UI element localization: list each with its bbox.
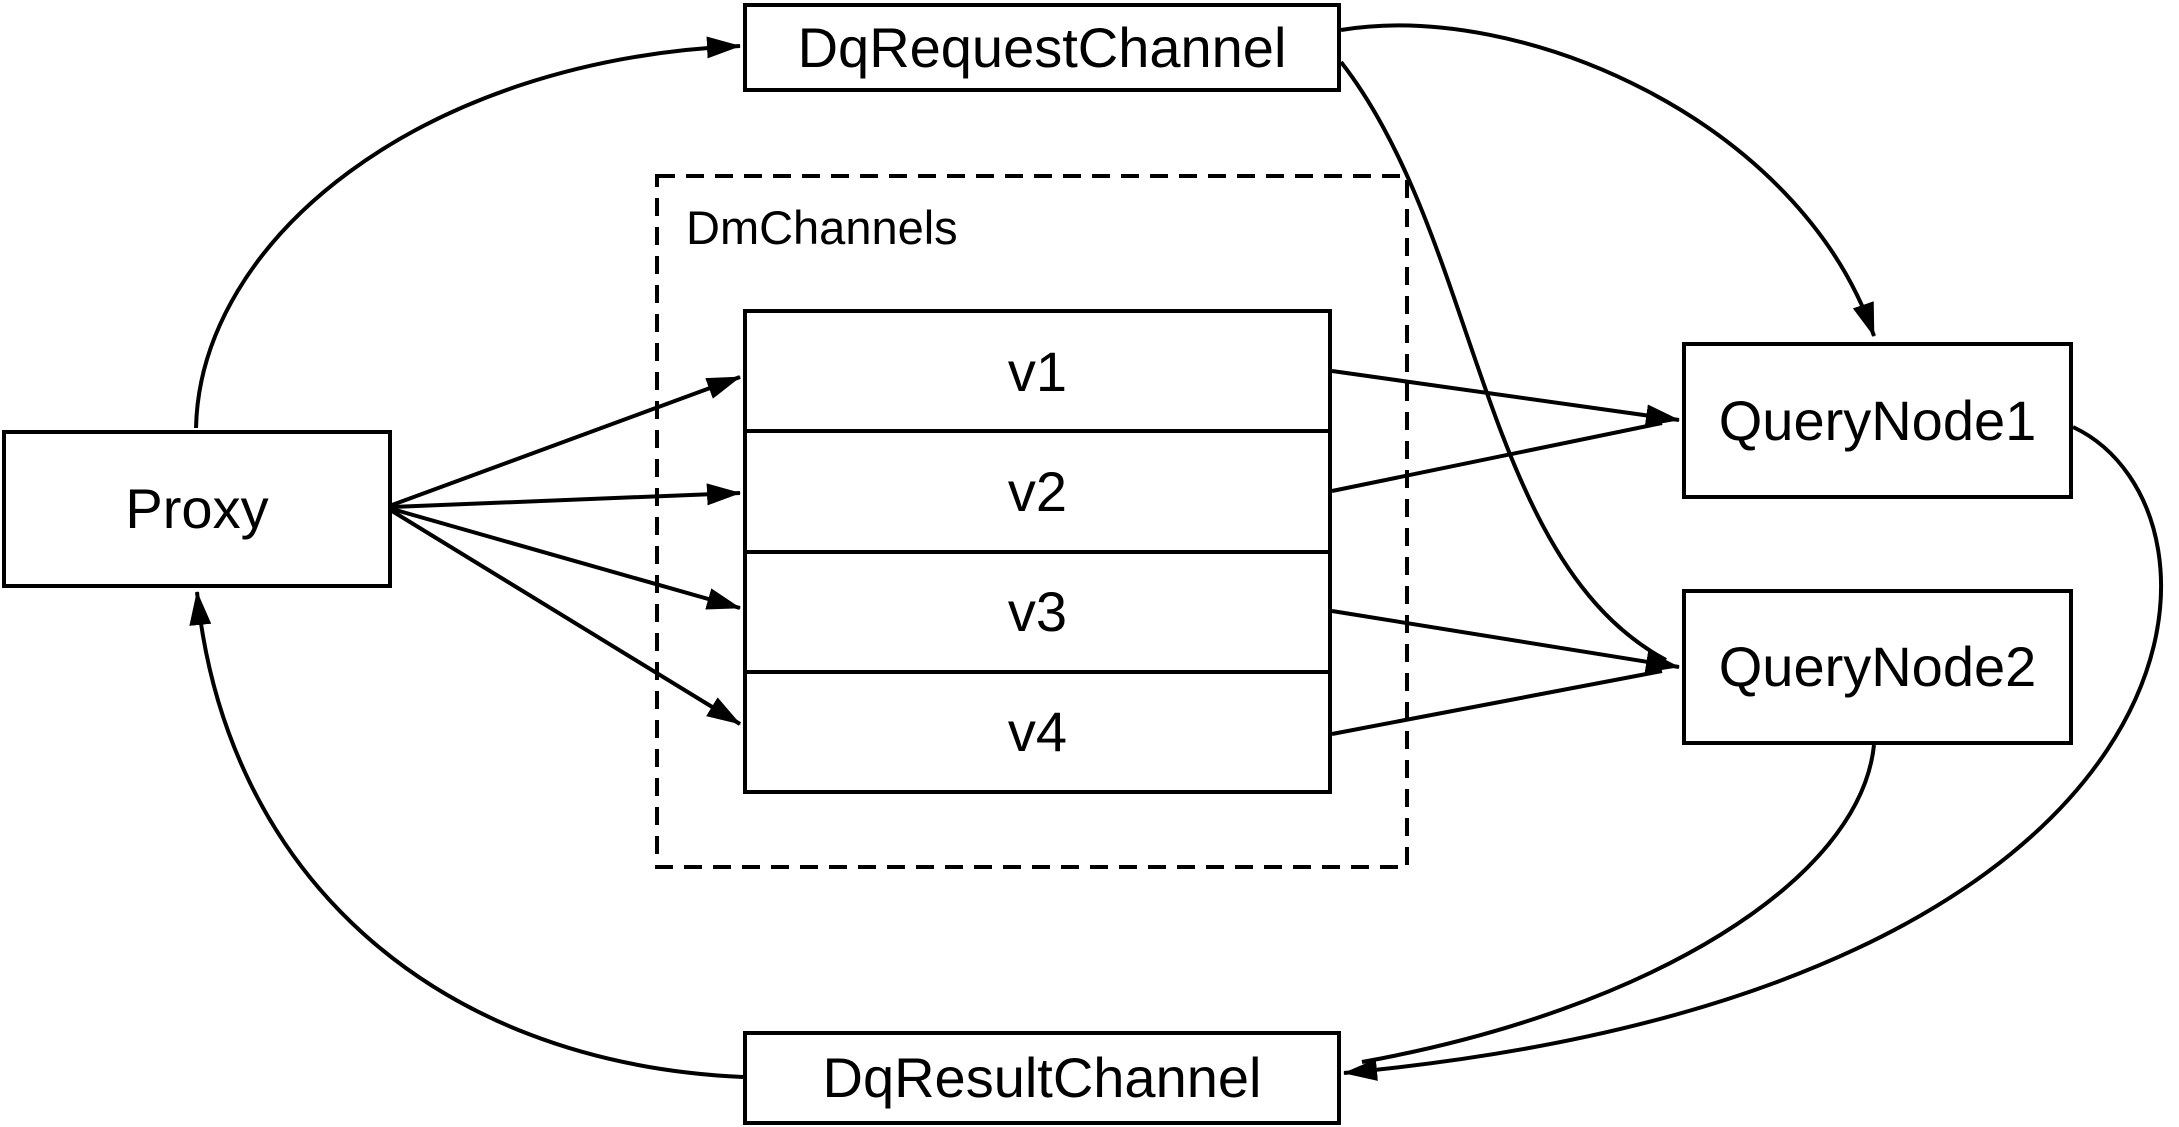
node-dqresultchannel: DqResultChannel <box>743 1031 1341 1125</box>
vchannel-row-v2: v2 <box>747 429 1328 549</box>
node-dqrequestchannel: DqRequestChannel <box>743 3 1341 92</box>
edge-proxy-to-v1 <box>391 375 741 507</box>
edge-querynode2-to-dqresultchannel <box>1361 744 1876 1064</box>
dmchannels-group-border <box>655 174 1409 869</box>
node-querynode1: QueryNode1 <box>1682 342 2073 499</box>
edge-dqrequestchannel-to-querynode1 <box>1340 23 1876 337</box>
node-querynode1-label: QueryNode1 <box>1718 388 2037 452</box>
edge-dqrequestchannel-to-querynode2 <box>1339 60 1667 662</box>
vchannel-v4-label: v4 <box>1007 700 1068 764</box>
vchannel-row-v1: v1 <box>747 313 1328 429</box>
node-querynode2-label: QueryNode2 <box>1718 635 2037 698</box>
vchannel-v2-label: v2 <box>1007 459 1068 523</box>
edge-querynode1-to-dqresultchannel <box>1343 425 2164 1081</box>
edge-proxy-to-v3 <box>391 507 741 610</box>
edge-dqresultchannel-to-proxy <box>189 591 744 1079</box>
vchannel-row-v3: v3 <box>747 549 1328 670</box>
edge-proxy-to-v2 <box>391 483 741 509</box>
edge-v4-to-querynode2 <box>1331 669 1663 736</box>
vchannel-v1-label: v1 <box>1007 339 1068 403</box>
dmchannels-vchannel-stack: v1 v2 v3 v4 <box>743 309 1332 794</box>
vchannel-row-v4: v4 <box>747 669 1328 790</box>
edge-v1-to-querynode1 <box>1331 369 1680 427</box>
edge-proxy-to-v4 <box>390 509 742 726</box>
dmchannels-group-label: DmChannels <box>686 201 958 254</box>
node-proxy: Proxy <box>2 430 392 588</box>
node-querynode2: QueryNode2 <box>1682 589 2073 745</box>
edge-v2-to-querynode1 <box>1331 421 1663 493</box>
edge-proxy-to-dqrequestchannel <box>194 36 741 429</box>
edge-v3-to-querynode2 <box>1331 609 1680 673</box>
node-proxy-label: Proxy <box>125 477 269 540</box>
node-dqresultchannel-label: DqResultChannel <box>822 1046 1262 1109</box>
node-dqrequestchannel-label: DqRequestChannel <box>797 15 1287 79</box>
vchannel-v3-label: v3 <box>1007 580 1068 644</box>
